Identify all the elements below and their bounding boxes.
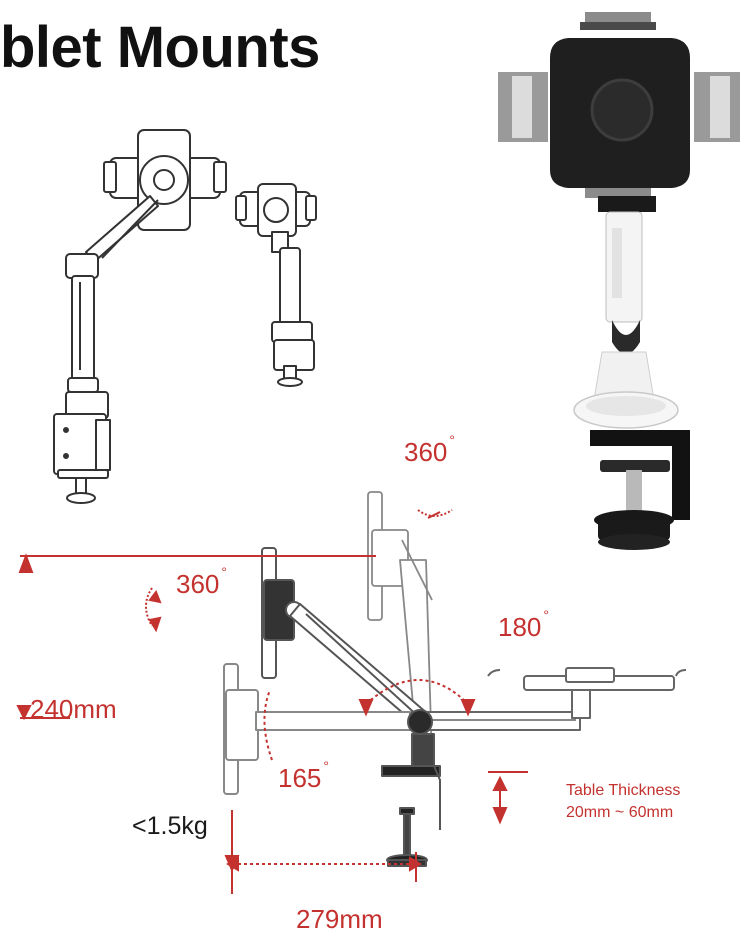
table-thickness-label: Table Thickness xyxy=(566,782,681,799)
height-label: 240mm xyxy=(30,694,117,724)
dimension-diagram xyxy=(223,491,687,867)
tablet-arm-drawing-small xyxy=(235,183,317,387)
page-title: blet Mounts xyxy=(0,15,320,80)
tilt-label: 180° xyxy=(498,607,549,642)
flat-tablet-holder-outline xyxy=(487,667,687,719)
left-tablet-holder-outline xyxy=(261,547,429,727)
tablet-mount-photo xyxy=(498,12,740,550)
dimension-lines xyxy=(16,509,528,894)
angle-label: 165° xyxy=(278,758,329,793)
rotation-label-top: 360° xyxy=(404,432,455,467)
table-thickness-range: 20mm ~ 60mm xyxy=(566,804,674,821)
rotation-label-left: 360° xyxy=(176,564,227,599)
weight-label: <1.5kg xyxy=(132,812,208,840)
reach-label: 279mm xyxy=(296,904,383,934)
lower-left-holder-outline xyxy=(223,663,411,795)
tablet-arm-drawing-large xyxy=(53,129,227,504)
